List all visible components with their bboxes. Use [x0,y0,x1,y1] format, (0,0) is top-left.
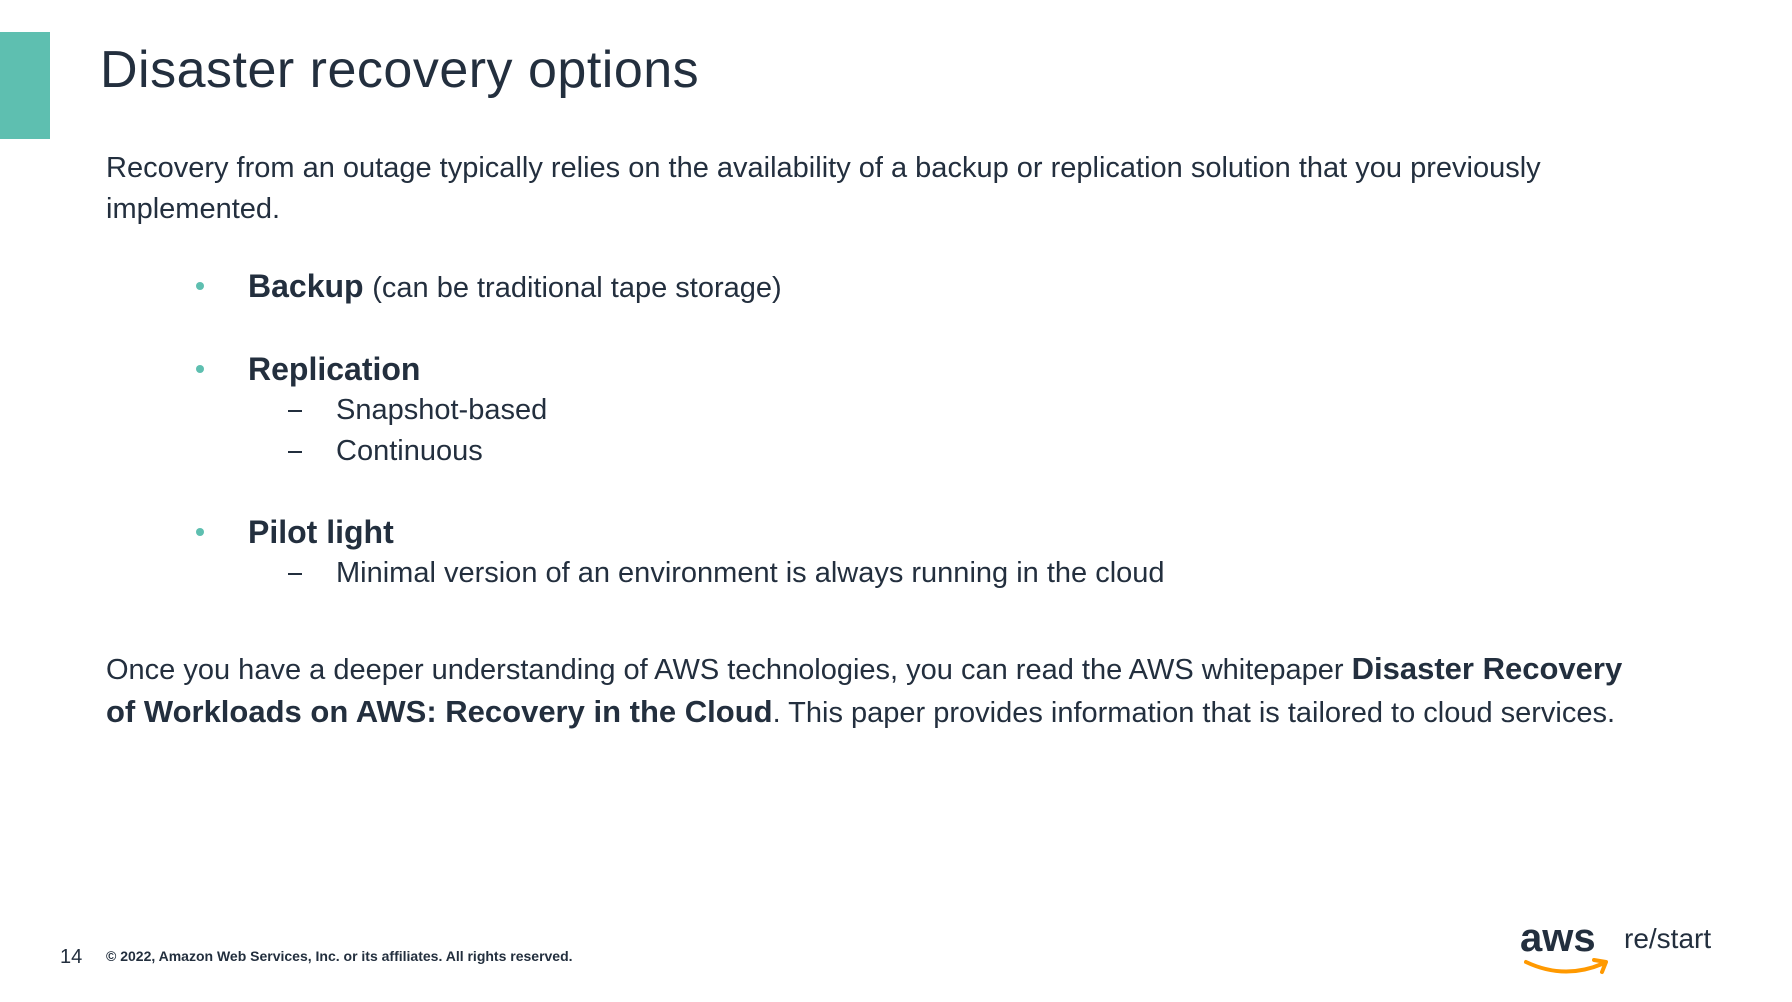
bullet-list: Backup (can be traditional tape storage)… [196,266,1496,634]
restart-logo-text: re/start [1624,923,1712,954]
aws-restart-logo: aws re/start [1520,918,1720,978]
sub-item: Snapshot-based [196,390,1496,431]
bullet-dot-icon [196,365,204,373]
sub-list: Snapshot-based Continuous [248,390,1496,472]
bullet-dot-icon [196,282,204,290]
dash-icon [288,410,302,412]
sub-item: Minimal version of an environment is alw… [196,553,1496,594]
bullet-item-replication: Replication Snapshot-based Continuous [196,349,1496,472]
bullet-title: Backup [248,268,364,304]
closing-text-after: . This paper provides information that i… [772,697,1616,729]
whitepaper-title: Disaster Recovery of Workloads on AWS: R… [106,651,1623,729]
bullet-title: Replication [248,351,421,387]
sub-item: Continuous [196,431,1496,472]
accent-bar [0,32,50,139]
bullet-dot-icon [196,528,204,536]
sub-item-text: Minimal version of an environment is alw… [336,557,1165,589]
sub-item-text: Snapshot-based [336,394,548,426]
intro-paragraph: Recovery from an outage typically relies… [106,152,1541,225]
copyright-notice: © 2022, Amazon Web Services, Inc. or its… [106,948,573,964]
bullet-note: (can be traditional tape storage) [372,272,782,304]
bullet-item-backup: Backup (can be traditional tape storage) [196,266,1496,309]
dash-icon [288,573,302,575]
aws-smile-icon [1524,958,1608,974]
page-number: 14 [60,946,83,968]
bullet-title: Pilot light [248,514,394,550]
aws-logo-text: aws [1520,916,1596,960]
bullet-item-pilot-light: Pilot light Minimal version of an enviro… [196,512,1496,594]
sub-item-text: Continuous [336,435,483,467]
slide-title: Disaster recovery options [100,41,700,99]
closing-paragraph: Once you have a deeper understanding of … [106,648,1626,734]
sub-list: Minimal version of an environment is alw… [248,553,1496,594]
closing-text-before: Once you have a deeper understanding of … [106,654,1352,686]
dash-icon [288,451,302,453]
